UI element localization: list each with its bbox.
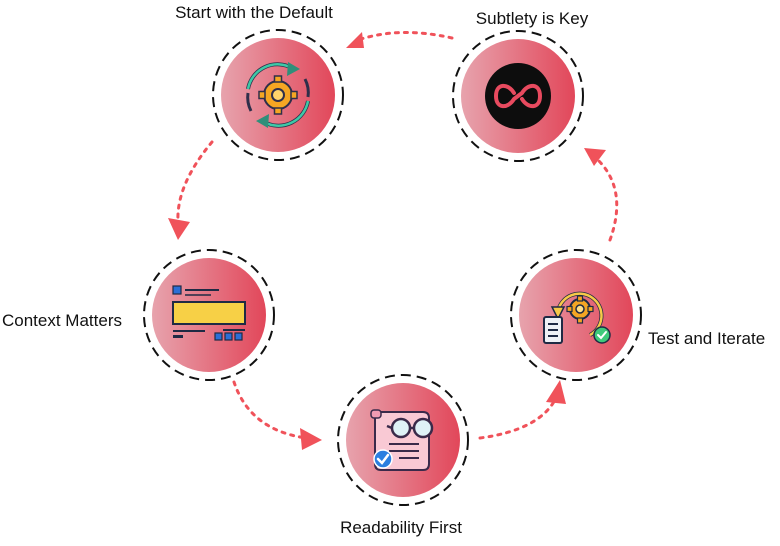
node-start [212,29,344,161]
label-test: Test and Iterate [648,329,766,348]
connector-context-to-readability [232,380,322,450]
connector-start-to-context [168,140,214,240]
label-context: Context Matters [2,311,122,330]
label-start: Start with the Default [175,3,333,22]
label-subtlety: Subtlety is Key [475,9,589,28]
node-context [143,249,275,381]
connector-test-to-subtlety [584,148,619,242]
node-readability [337,374,469,506]
connector-subtlety-to-start [346,31,454,48]
gear-cycle-icon [246,62,310,128]
context-board-icon [172,285,246,341]
infinity-icon [485,63,551,129]
label-readability: Readability First [340,518,462,537]
node-subtlety [452,30,584,162]
gear-checklist-icon [543,291,611,344]
connector-readability-to-test [478,380,566,440]
node-test [510,249,642,381]
document-glasses-icon [370,409,434,471]
